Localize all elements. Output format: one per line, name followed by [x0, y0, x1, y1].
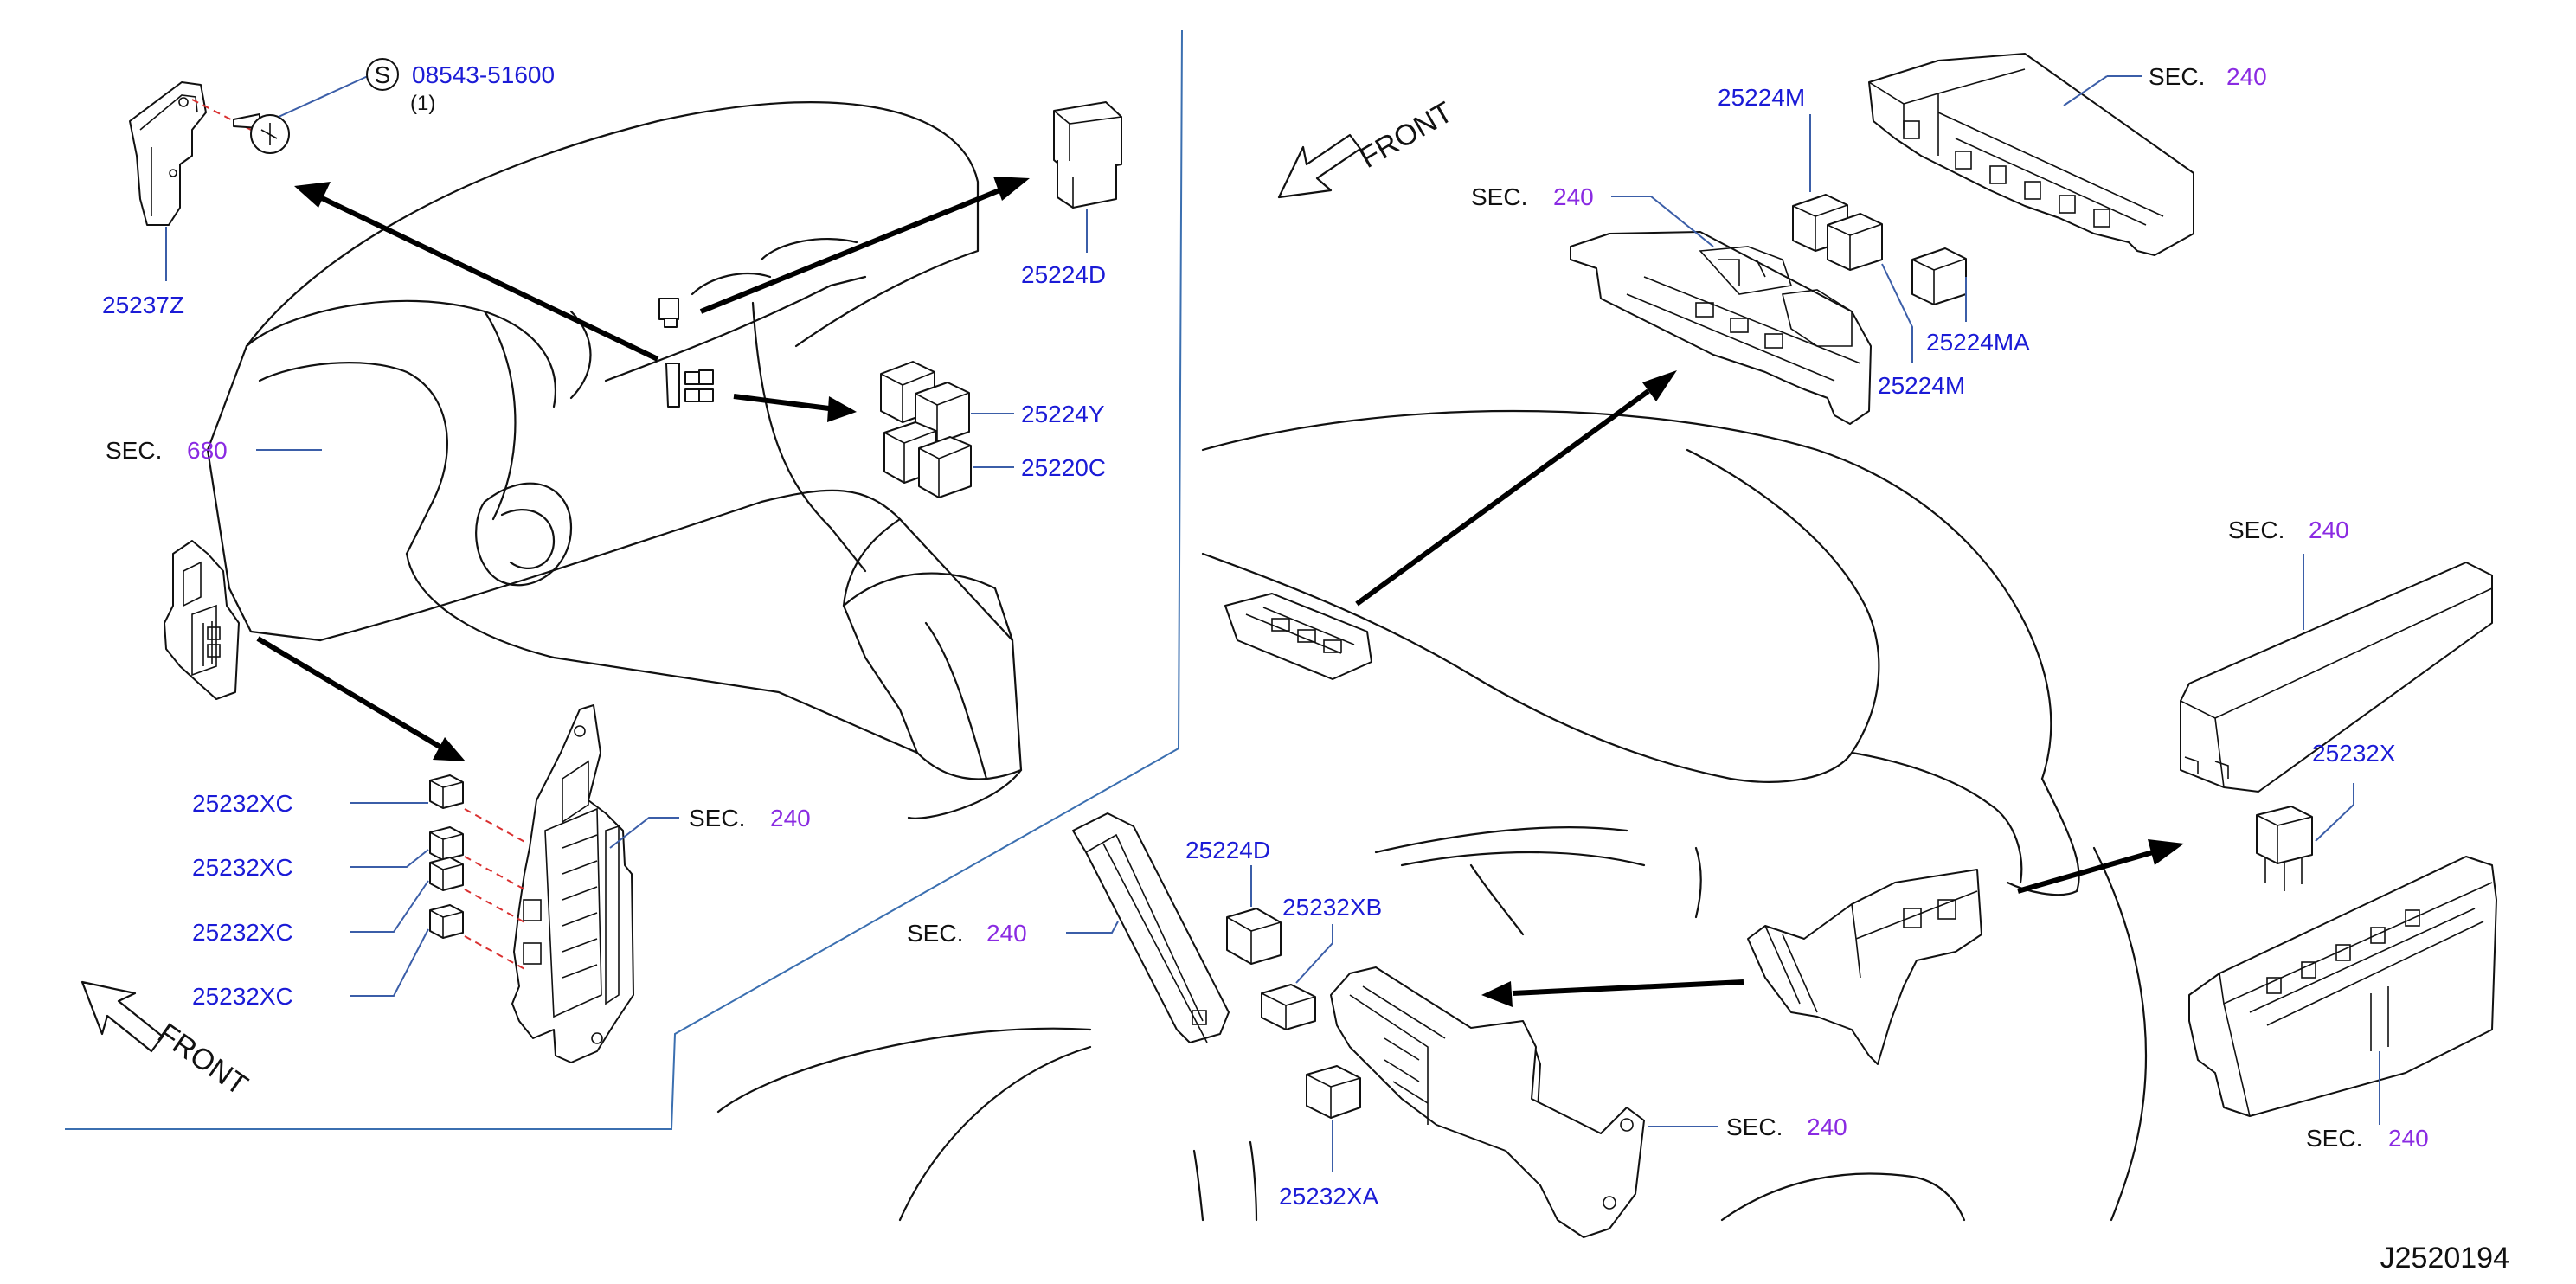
leader-line — [350, 880, 429, 933]
explode-arrow — [256, 636, 466, 761]
relay-25224D — [1226, 908, 1282, 965]
screw-symbol-circle — [366, 58, 399, 91]
part-label-25220C: 25220C — [1021, 454, 1106, 481]
section-label: SEC. — [2306, 1125, 2362, 1152]
section-label: SEC. — [106, 437, 162, 464]
part-label-25224Y: 25224Y — [1021, 401, 1105, 427]
section-label: SEC. — [2228, 517, 2284, 543]
part-label-25224M: 25224M — [1878, 372, 1965, 399]
part-label-25224M: 25224M — [1718, 84, 1805, 111]
explode-arrow — [294, 182, 659, 362]
relay-25232XB — [1261, 984, 1316, 1030]
section-label: SEC. — [2149, 63, 2205, 90]
leader-line — [278, 75, 369, 118]
section-number: 240 — [2309, 517, 2349, 543]
section-label: SEC. — [1726, 1114, 1783, 1140]
relay-25232XC — [429, 826, 464, 861]
section-number: 240 — [2388, 1125, 2429, 1152]
relay-25224M — [1827, 213, 1883, 271]
relay-25224MA — [1911, 247, 1967, 305]
junction-block-small — [164, 540, 240, 700]
part-label-25232XC: 25232XC — [192, 790, 293, 817]
junction-block-large — [511, 704, 634, 1063]
relay-25220C — [883, 421, 972, 498]
fuse-block-top-right — [1868, 53, 2194, 256]
relay-25232X — [2256, 806, 2313, 891]
section-label: SEC. — [1471, 183, 1527, 210]
explode-arrow — [733, 394, 857, 422]
leader-line — [2315, 783, 2354, 842]
part-label-25232XC: 25232XC — [192, 919, 293, 946]
section-number: 240 — [986, 920, 1027, 947]
engine-room-module — [1747, 869, 1982, 1065]
fuse-block-top — [1570, 231, 1872, 425]
part-label-25232XB: 25232XB — [1282, 894, 1382, 921]
section-number: 240 — [2226, 63, 2267, 90]
part-label-25224D: 25224D — [1185, 837, 1270, 863]
part-label-25232XC: 25232XC — [192, 983, 293, 1010]
dashboard-outline — [206, 101, 1023, 819]
front-direction-arrow — [1277, 133, 1362, 199]
relay-25232XC — [429, 774, 464, 809]
body-outline — [716, 409, 2148, 1222]
explode-arrow — [699, 177, 1030, 314]
fuse-block-bottom-center — [1330, 966, 1645, 1238]
dash-relay — [658, 298, 679, 328]
fuse-block-lid — [1072, 812, 1230, 1043]
fuse-block-bottom-right — [2188, 856, 2497, 1117]
relay-25224Y — [880, 361, 970, 444]
leader-line — [1650, 196, 1714, 247]
screw-symbol: S — [375, 61, 391, 88]
relay-25224D — [1053, 101, 1122, 209]
explode-arrow — [1481, 979, 1744, 1007]
section-number: 240 — [1553, 183, 1594, 210]
part-label-25237Z: 25237Z — [102, 292, 184, 318]
leader-line — [1881, 263, 1913, 363]
leader-line — [1066, 921, 1119, 934]
body-module — [1224, 593, 1372, 680]
leader-line — [350, 849, 429, 868]
dash-relay-bracket — [665, 363, 714, 408]
front-label: FRONT — [151, 1017, 254, 1101]
screw-08543-51600 — [233, 113, 290, 154]
part-label-25232X: 25232X — [2312, 740, 2396, 767]
section-label: SEC. — [689, 805, 745, 831]
part-label-25232XA: 25232XA — [1279, 1183, 1379, 1210]
leader-line — [1295, 924, 1333, 984]
leader-line — [350, 928, 429, 997]
screw-part-number: 08543-51600 — [412, 61, 555, 88]
screw-quantity: (1) — [410, 92, 435, 115]
part-label-25224D: 25224D — [1021, 261, 1106, 288]
fuse-block-cover — [2180, 562, 2493, 793]
part-label-25224MA: 25224MA — [1926, 329, 2030, 356]
explode-arrow — [1355, 370, 1677, 607]
relay-25232XA — [1306, 1065, 1361, 1119]
relay-25232XC — [429, 904, 464, 939]
section-number: 240 — [1807, 1114, 1847, 1140]
bracket-25237Z — [129, 81, 207, 226]
section-number: 240 — [770, 805, 811, 831]
leader-line — [2063, 75, 2108, 106]
leader-line — [609, 817, 679, 849]
diagram-code: J2520194 — [2380, 1242, 2509, 1274]
relay-25232XC — [429, 857, 464, 891]
section-label: SEC. — [907, 920, 963, 947]
view-divider — [65, 29, 1183, 1130]
explode-arrow — [2017, 839, 2184, 894]
section-number: 680 — [187, 437, 228, 464]
part-label-25232XC: 25232XC — [192, 854, 293, 881]
front-label: FRONT — [1354, 95, 1458, 174]
front-direction-arrow — [80, 980, 164, 1053]
